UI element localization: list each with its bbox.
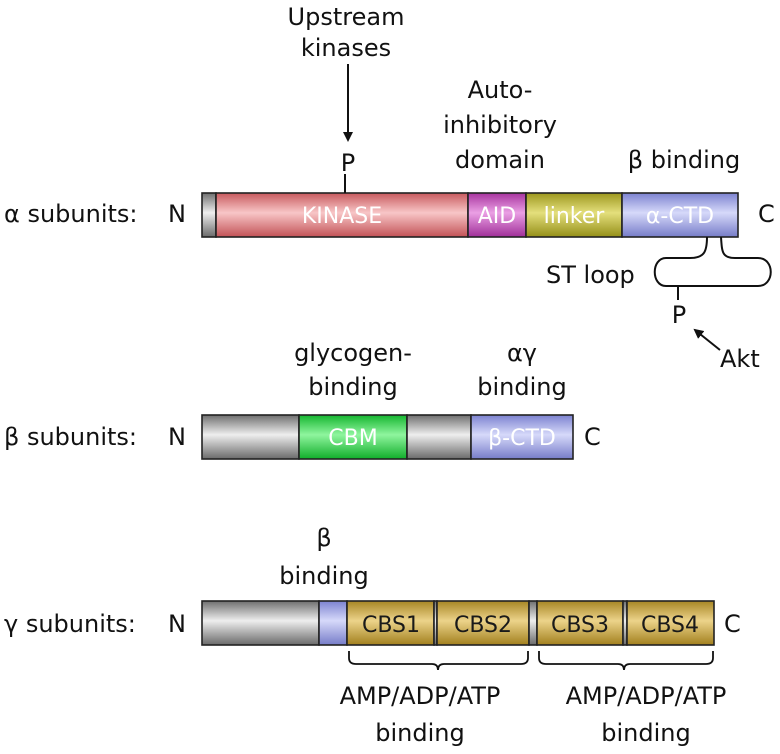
gamma-c-terminus: C bbox=[724, 610, 741, 638]
amp-binding-left-line1: AMP/ADP/ATP bbox=[340, 682, 501, 710]
alpha-ctd-domain bbox=[621, 192, 739, 238]
gamma-n-region bbox=[201, 600, 320, 646]
alpha-subunit-row: α subunits: N C KINASE AID linker α-CTD … bbox=[4, 3, 775, 373]
beta-ctd-domain bbox=[470, 414, 574, 460]
amp-binding-left-line2: binding bbox=[375, 719, 464, 747]
gamma-beta-binding-line2: binding bbox=[279, 562, 368, 590]
gamma-cbs2-label: CBS2 bbox=[454, 613, 512, 638]
alpha-linker-label: linker bbox=[544, 204, 606, 229]
amp-brace-left bbox=[348, 651, 529, 671]
alpha-beta-binding-label: β binding bbox=[628, 146, 740, 174]
beta-cbm-domain bbox=[298, 414, 408, 460]
amp-binding-right-line1: AMP/ADP/ATP bbox=[566, 682, 727, 710]
gamma-subunit-row: γ subunits: N C CBS1 CBS2 CBS3 CBS4 β bi… bbox=[4, 524, 741, 747]
akt-label: Akt bbox=[720, 345, 760, 373]
autoinhibitory-line2: inhibitory bbox=[443, 111, 557, 139]
gamma-cbs1-label: CBS1 bbox=[362, 613, 420, 638]
glycogen-binding-line1: glycogen- bbox=[294, 339, 412, 367]
alpha-kinase-domain bbox=[215, 192, 469, 238]
autoinhibitory-line3: domain bbox=[455, 146, 545, 174]
beta-mid-region bbox=[406, 414, 472, 460]
alpha-gamma-binding-line1: αγ bbox=[507, 339, 537, 367]
glycogen-binding-line2: binding bbox=[308, 373, 397, 401]
alpha-n-terminus: N bbox=[168, 200, 186, 228]
alpha-c-terminus: C bbox=[758, 200, 775, 228]
alpha-aid-label: AID bbox=[478, 204, 516, 229]
beta-n-terminus: N bbox=[168, 423, 186, 451]
beta-ctd-label: β-CTD bbox=[488, 426, 556, 451]
alpha-gamma-binding-line2: binding bbox=[477, 373, 566, 401]
alpha-n-tail bbox=[201, 192, 217, 238]
st-loop-label: ST loop bbox=[546, 261, 635, 289]
amp-brace-right bbox=[538, 651, 714, 671]
gamma-n-terminus: N bbox=[168, 610, 186, 638]
gamma-cbs3-label: CBS3 bbox=[551, 613, 609, 638]
upstream-kinases-line2: kinases bbox=[301, 34, 391, 62]
alpha-kinase-label: KINASE bbox=[302, 204, 382, 229]
beta-cbm-label: CBM bbox=[328, 426, 377, 451]
gamma-beta-binding-line1: β bbox=[316, 524, 331, 552]
alpha-ctd-label: α-CTD bbox=[646, 204, 714, 229]
amp-binding-right-line2: binding bbox=[601, 719, 690, 747]
upstream-kinases-line1: Upstream bbox=[288, 3, 405, 31]
beta-row-label: β subunits: bbox=[4, 423, 137, 451]
gamma-cbs4-label: CBS4 bbox=[641, 613, 699, 638]
beta-subunit-row: β subunits: N C CBM β-CTD glycogen- bind… bbox=[4, 339, 601, 460]
beta-n-region bbox=[201, 414, 300, 460]
beta-c-terminus: C bbox=[584, 423, 601, 451]
st-loop-bracket bbox=[653, 236, 772, 287]
akt-arrow bbox=[693, 328, 721, 351]
alpha-phospho-site-bottom: P bbox=[672, 301, 686, 329]
alpha-phospho-site-top: P bbox=[341, 149, 355, 177]
alpha-aid-domain bbox=[467, 192, 527, 238]
alpha-linker-domain bbox=[525, 192, 623, 238]
gamma-cbs4-domain bbox=[626, 600, 715, 646]
gamma-beta-binding-region bbox=[318, 600, 348, 646]
gamma-row-label: γ subunits: bbox=[4, 610, 136, 638]
gamma-cbs-spacer-2 bbox=[528, 600, 538, 646]
autoinhibitory-line1: Auto- bbox=[468, 76, 533, 104]
alpha-row-label: α subunits: bbox=[4, 200, 138, 228]
gamma-cbs2-domain bbox=[436, 600, 530, 646]
